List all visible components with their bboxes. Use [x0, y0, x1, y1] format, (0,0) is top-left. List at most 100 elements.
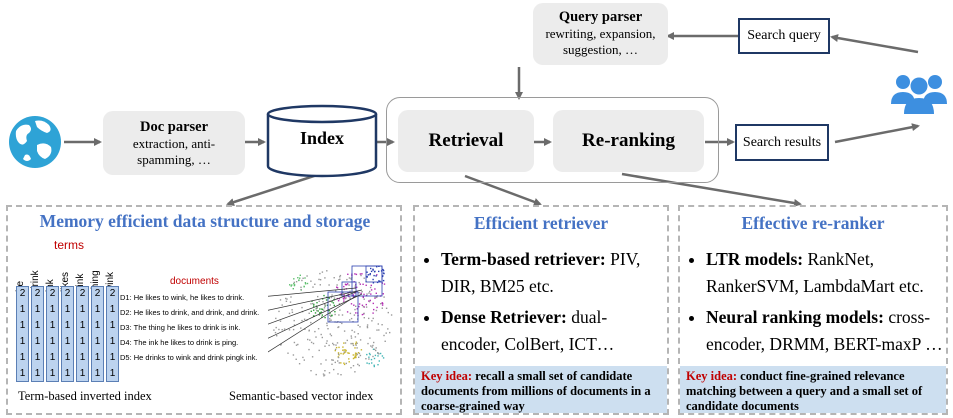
doc-to-vector-line	[268, 287, 357, 297]
vector-point	[360, 292, 362, 294]
vector-point	[368, 362, 370, 365]
vector-point	[366, 325, 369, 328]
vector-point	[326, 324, 328, 327]
vector-point	[373, 341, 375, 344]
matrix-cell: 1	[94, 368, 101, 379]
vector-point	[358, 356, 360, 358]
vector-point	[350, 342, 352, 345]
vector-point	[368, 352, 371, 355]
vector-point	[339, 274, 342, 277]
vector-point	[353, 331, 356, 333]
vector-point	[337, 356, 340, 359]
vector-point	[382, 357, 385, 359]
vector-point	[274, 331, 277, 334]
vector-point	[342, 346, 344, 348]
vector-point	[355, 352, 358, 355]
vector-point	[345, 362, 347, 365]
vector-point	[295, 344, 298, 346]
vector-point	[329, 318, 331, 320]
vector-point	[338, 326, 340, 328]
vector-point	[349, 312, 352, 315]
vector-point	[362, 296, 364, 299]
vector-point	[342, 353, 344, 355]
vector-point	[310, 280, 312, 282]
vector-point	[366, 353, 368, 356]
vector-point	[370, 270, 373, 273]
vector-point	[360, 349, 363, 351]
doc-parser-desc: extraction, anti-spamming, …	[132, 136, 216, 167]
posting-column	[76, 286, 89, 382]
vector-point	[376, 329, 378, 331]
vector-point	[351, 342, 354, 345]
vector-point	[320, 311, 322, 313]
vector-point	[336, 342, 339, 344]
vector-point	[354, 273, 356, 275]
vector-point	[356, 342, 358, 344]
vector-point	[343, 351, 345, 353]
vector-point	[279, 299, 282, 301]
matrix-cell: 1	[79, 368, 86, 379]
vector-point	[273, 329, 275, 331]
vector-point	[324, 303, 326, 305]
vector-point	[330, 315, 332, 318]
vector-point	[340, 352, 342, 355]
vector-point	[331, 314, 333, 317]
vector-point	[326, 270, 328, 272]
vector-point	[331, 363, 333, 365]
vector-point	[356, 353, 358, 355]
matrix-cell: 1	[64, 368, 71, 379]
vector-point	[350, 317, 353, 320]
vector-point	[278, 328, 280, 331]
matrix-cell: 1	[64, 336, 71, 347]
vector-point	[337, 352, 340, 354]
vector-point	[341, 322, 343, 325]
matrix-cell: 1	[94, 320, 101, 331]
vector-point	[301, 319, 303, 322]
vector-point	[340, 374, 342, 376]
vector-point	[344, 351, 347, 353]
vector-point	[346, 283, 349, 285]
vector-point	[350, 303, 353, 305]
vector-point	[361, 304, 364, 306]
vector-point	[371, 362, 373, 364]
vector-point	[373, 364, 375, 366]
retriever-key-idea: Key idea: recall a small set of candidat…	[415, 366, 667, 413]
vector-point	[354, 308, 356, 311]
vector-point	[334, 311, 336, 313]
vector-point	[297, 277, 299, 279]
vector-point	[363, 317, 365, 319]
vector-point	[318, 349, 320, 352]
vector-point	[350, 367, 352, 369]
vector-point	[319, 272, 321, 275]
partition-cell	[327, 291, 359, 323]
vector-point	[343, 330, 346, 332]
document-line: D5: He drinks to wink and drink pingk in…	[120, 353, 258, 362]
vector-point	[356, 308, 358, 310]
vector-point	[359, 273, 362, 275]
vector-point	[355, 343, 357, 345]
vector-point	[343, 363, 346, 366]
document-line: D4: The ink he likes to drink is ping.	[120, 338, 239, 347]
matrix-cell: 1	[34, 304, 41, 315]
vector-point	[293, 283, 295, 285]
vector-point	[377, 364, 379, 366]
vector-point	[344, 283, 347, 285]
search-query-label: Search query	[747, 28, 821, 43]
vector-point	[370, 345, 372, 347]
vector-point	[381, 304, 384, 306]
vector-point	[382, 275, 384, 277]
reranker-key-idea: Key idea: conduct fine-grained relevance…	[680, 366, 946, 413]
vector-point	[329, 314, 331, 316]
vector-point	[368, 317, 370, 320]
vector-point	[333, 344, 335, 346]
matrix-cell: 1	[79, 304, 86, 315]
vector-point	[308, 312, 310, 314]
vector-point	[331, 359, 333, 361]
vector-point	[315, 336, 317, 338]
vector-point	[289, 301, 292, 303]
vector-point	[309, 339, 311, 341]
vector-point	[315, 308, 317, 310]
vector-point	[374, 288, 376, 290]
vector-point	[313, 315, 315, 317]
vector-point	[354, 354, 356, 356]
